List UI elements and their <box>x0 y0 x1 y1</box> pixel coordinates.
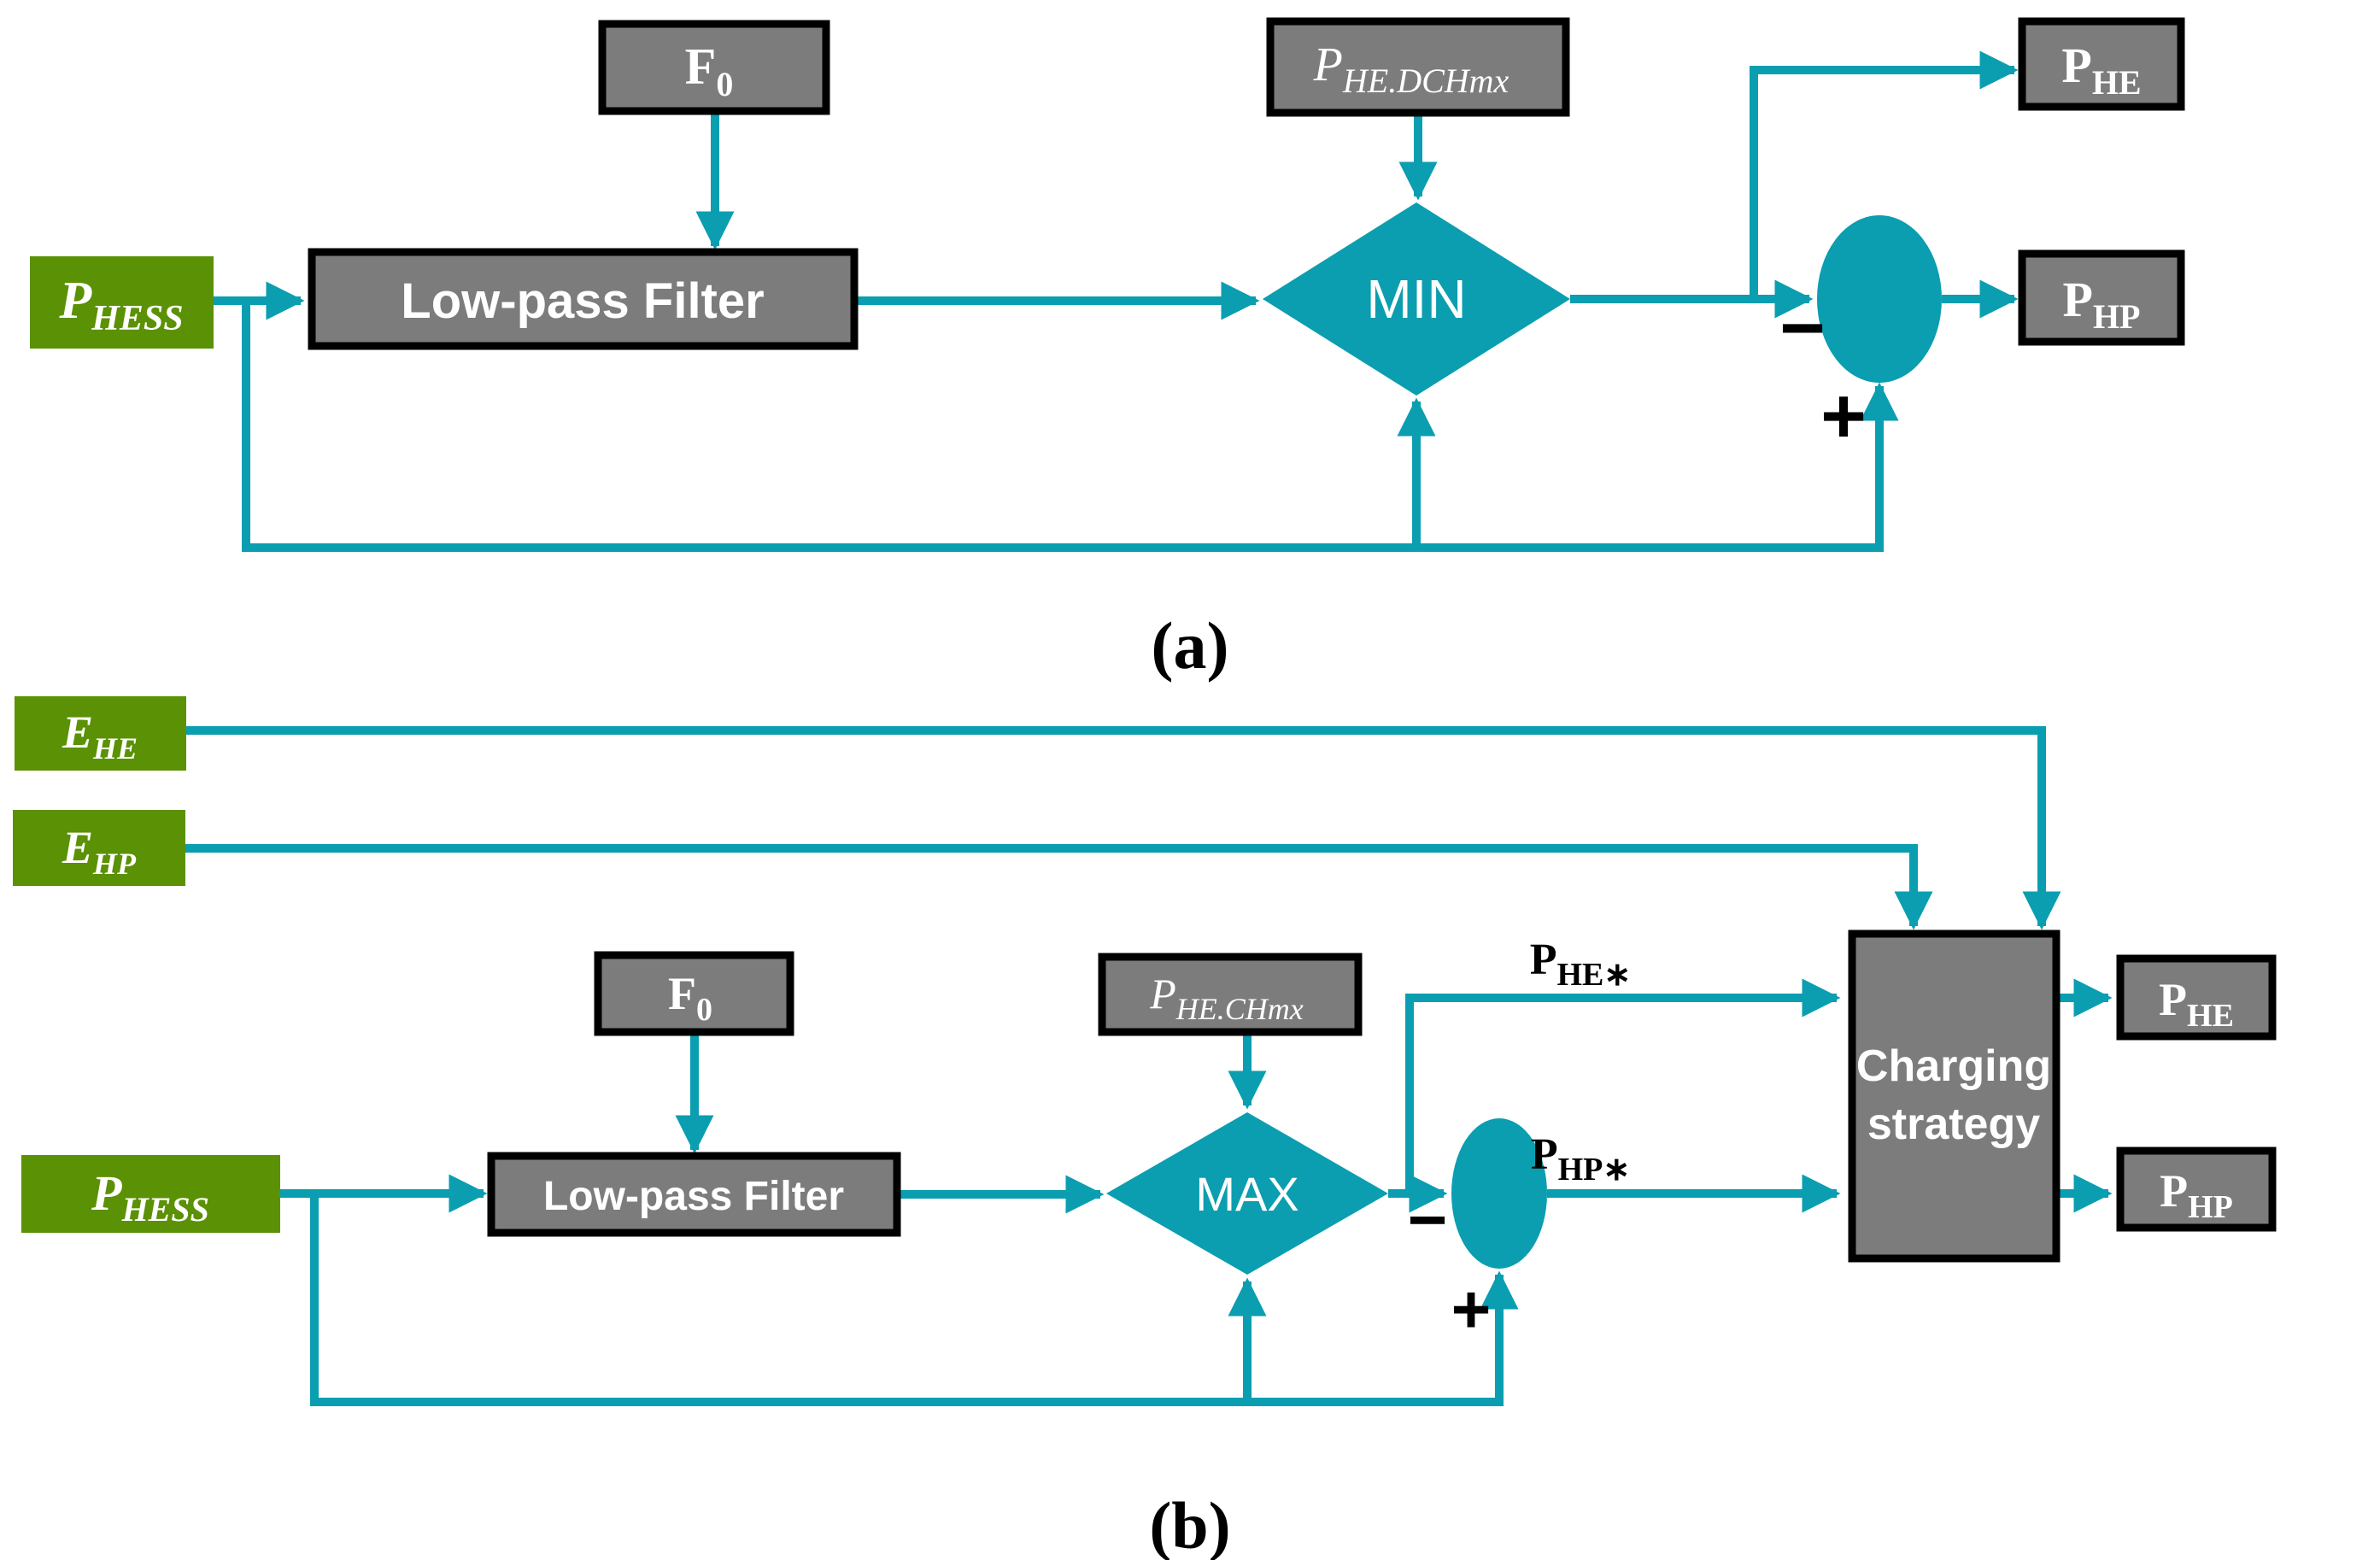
lowpass-filter-label-a: Low-pass Filter <box>401 273 764 329</box>
lowpass-filter-box-a <box>308 248 859 350</box>
plus-sign-a: + <box>1820 372 1867 460</box>
phess-label-b: PHESS <box>91 1165 209 1229</box>
plus-sign-b: + <box>1451 1271 1492 1347</box>
phe-chmx-label-b: PHE.CHmx <box>1149 970 1304 1026</box>
php-star-wire-label-b: PHP∗ <box>1531 1130 1630 1188</box>
charging-strategy-label-line2-b: strategy <box>1867 1100 2040 1149</box>
phe-output-label-b: PHE <box>2159 974 2234 1034</box>
ehe-label-b: EHE <box>62 707 138 765</box>
diagram-a: PHESS F0 Low-pass Filter PHE.DCHmx MIN −… <box>30 17 2185 683</box>
summing-junction-a <box>1817 215 1942 383</box>
f0-label-a: F0 <box>685 38 734 103</box>
phess-input-box-b <box>21 1155 280 1233</box>
minus-sign-a: − <box>1779 284 1826 372</box>
wire-phestar-to-charging-b <box>1405 978 1841 1193</box>
f0-label-b: F0 <box>668 968 712 1028</box>
php-output-label-b: PHP <box>2160 1165 2233 1225</box>
max-label-b: MAX <box>1195 1167 1298 1221</box>
charging-strategy-label-line1-b: Charging <box>1856 1041 2051 1091</box>
phe-dchmx-label-a: PHE.DCHmx <box>1313 38 1509 100</box>
php-output-box-b <box>2116 1147 2277 1232</box>
wire-feedback-to-sum-b <box>310 1193 1519 1406</box>
phe-output-box-b <box>2116 954 2277 1041</box>
caption-a: (a) <box>1152 608 1229 683</box>
php-output-box-a <box>2018 249 2185 346</box>
lowpass-filter-box-b <box>487 1152 901 1237</box>
phe-chmx-box-b <box>1098 953 1363 1036</box>
phess-input-box-a <box>30 256 214 349</box>
min-diamond-a <box>1263 202 1570 396</box>
caption-b: (b) <box>1149 1488 1230 1560</box>
phe-output-box-a <box>2018 17 2185 111</box>
ehp-label-b: EHP <box>62 822 137 881</box>
diagram-b: EHE EHP PHESS F0 Low-pass Filter PHE.CHm… <box>13 696 2277 1560</box>
summing-junction-b <box>1451 1118 1547 1269</box>
minus-sign-b: − <box>1408 1182 1448 1258</box>
wire-ehp-to-charging-b <box>185 844 1933 930</box>
max-diamond-b <box>1106 1112 1388 1275</box>
ehp-input-box-b <box>13 810 185 886</box>
wire-ehe-to-charging-b <box>186 726 2061 930</box>
ehe-input-box-b <box>15 696 186 771</box>
wire-branch-to-phe-a <box>1750 50 2019 299</box>
f0-box-a <box>598 20 830 115</box>
phess-label-a: PHESS <box>58 272 183 338</box>
phe-dchmx-box-a <box>1266 17 1570 117</box>
f0-box-b <box>594 951 794 1036</box>
wire-feedback-to-sum-a <box>242 301 1899 552</box>
phe-star-wire-label-b: PHE∗ <box>1530 935 1632 993</box>
min-label-a: MIN <box>1366 268 1466 330</box>
php-output-label-a: PHP <box>2063 272 2141 336</box>
lowpass-filter-label-b: Low-pass Filter <box>543 1174 844 1219</box>
phe-output-label-a: PHE <box>2061 38 2141 102</box>
charging-strategy-box-b <box>1848 930 2061 1263</box>
